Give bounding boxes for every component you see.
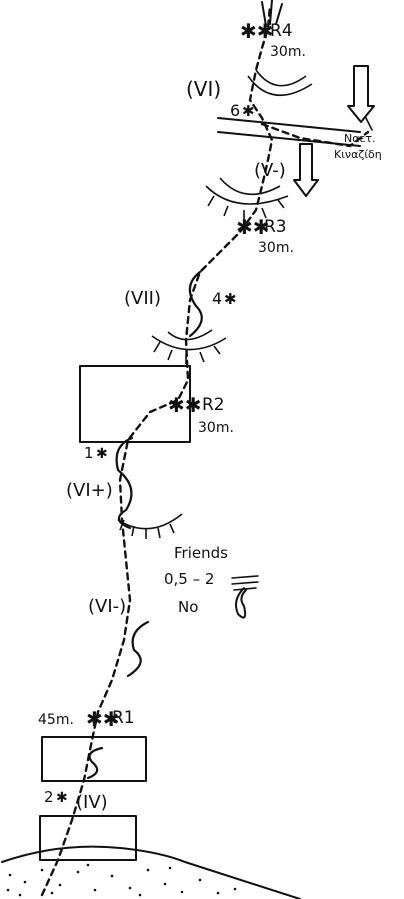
crack-vi-plus (115, 436, 134, 530)
belay-r4-length: 30m. (270, 44, 306, 60)
svg-text:✱✱: ✱✱ (168, 393, 202, 417)
pitch-2: 2 (44, 788, 54, 806)
svg-text:✱: ✱ (224, 290, 237, 308)
route-line (40, 4, 274, 897)
belay-r3-length: 30m. (258, 240, 294, 256)
overhang-v-minus (205, 185, 289, 205)
gear-friends: Friends (174, 544, 228, 562)
grade-vii: (VII) (124, 288, 161, 309)
gear-range: 0,5 – 2 (164, 570, 214, 588)
ledge-band (217, 117, 361, 147)
descent-arrow-left (293, 143, 319, 197)
grade-vi-plus: (VI+) (66, 480, 113, 501)
ground (1, 845, 301, 899)
upper-block (79, 365, 191, 443)
belay-r1-label: R1 (112, 708, 135, 728)
grade-iv: (IV) (76, 792, 108, 813)
svg-text:✱✱: ✱✱ (86, 707, 120, 731)
crack-s-lower (86, 746, 104, 780)
svg-text:✱✱: ✱✱ (236, 215, 270, 239)
descent-route (260, 122, 370, 148)
belay-r3: ✱✱ R3 30m. (236, 215, 294, 256)
belay-r2: ✱✱ R2 30m. (168, 393, 234, 436)
svg-text:✱: ✱ (242, 102, 255, 120)
belay-r1: ✱✱ R1 45m. (38, 707, 135, 731)
overhang-vi (247, 75, 313, 96)
svg-text:✱: ✱ (56, 790, 68, 806)
nut-icon (231, 575, 259, 619)
grade-v-minus: (V-) (254, 160, 286, 181)
descent-arrow-right (347, 65, 375, 123)
pitch-4: 4 (212, 289, 222, 308)
belay-r3-label: R3 (264, 217, 287, 237)
belay-r1-length: 45m. (38, 712, 74, 728)
grade-vi-top: (VI) (186, 77, 221, 101)
belay-r2-length: 30m. (198, 420, 234, 436)
pitch-6: 6 (230, 101, 240, 120)
overhang-vii (151, 335, 227, 351)
top-tree (261, 0, 283, 27)
svg-text:✱: ✱ (96, 446, 108, 462)
descent-label-1: Nαετ. (344, 132, 376, 145)
middle-block (41, 736, 147, 782)
svg-text:✱✱: ✱✱ (240, 19, 274, 43)
descent-label-2: Κιναζίδη (334, 148, 382, 161)
grade-vi-minus-lower: (VI-) (88, 596, 126, 617)
lower-block (39, 815, 137, 861)
belay-r2-label: R2 (202, 395, 225, 415)
crack-s-mid (126, 620, 150, 678)
gear-no: No (178, 598, 198, 616)
overhang-vi-plus (117, 513, 183, 530)
belay-r4: ✱✱ R4 30m. (240, 19, 306, 60)
crack-vii (188, 270, 203, 338)
belay-r4-label: R4 (270, 21, 293, 41)
pitch-1: 1 (84, 444, 94, 462)
